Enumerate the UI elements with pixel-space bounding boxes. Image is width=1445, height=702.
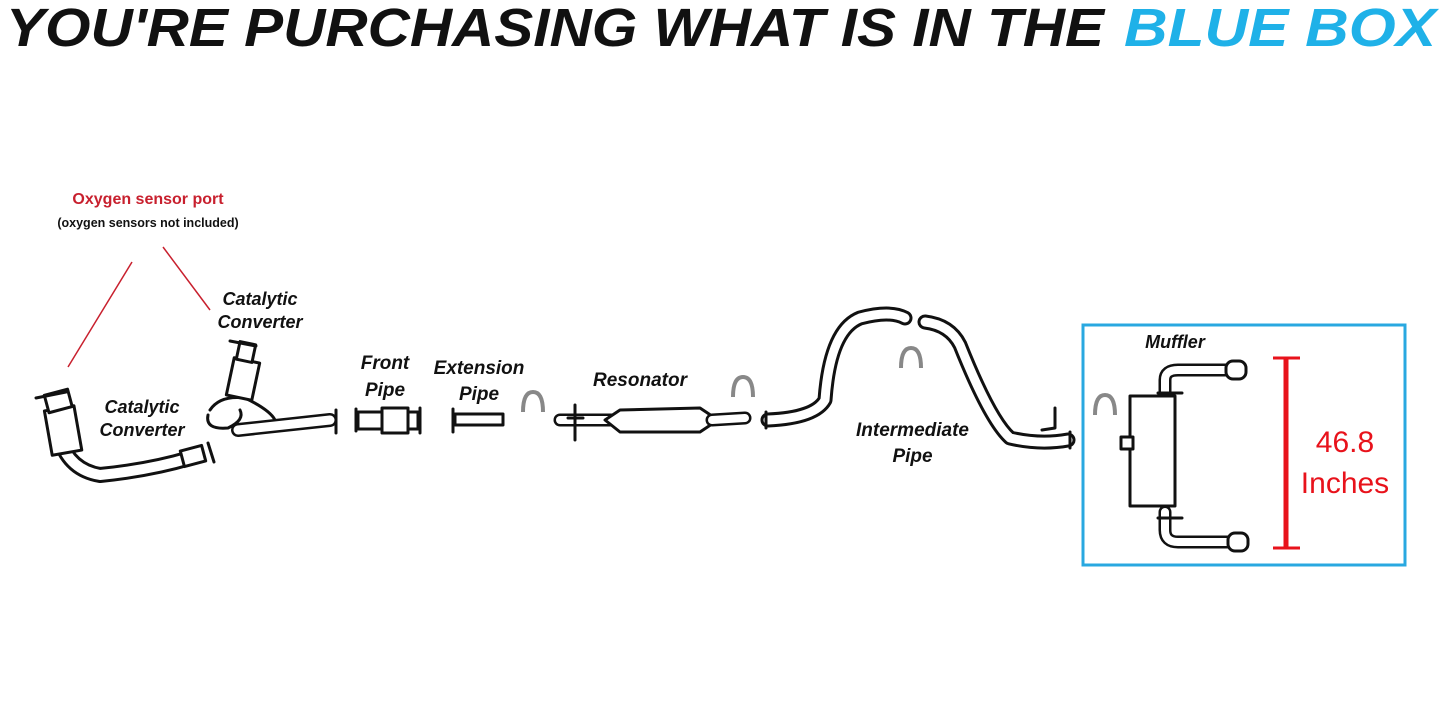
front-pipe-part (354, 406, 422, 435)
clamp-icon (899, 345, 923, 369)
catalytic-converter-upper (206, 339, 338, 437)
label-cat-upper: Catalytic Converter (205, 288, 315, 334)
muffler-part (1119, 359, 1250, 553)
oxygen-sensor-title: Oxygen sensor port (72, 191, 224, 208)
label-line: Pipe (892, 446, 933, 467)
label-line: Catalytic (104, 397, 180, 417)
label-line: Converter (217, 312, 303, 332)
resonator-part (553, 403, 752, 442)
label-line: Extension (433, 358, 525, 379)
label-line: Intermediate (856, 420, 969, 441)
oxygen-sensor-subtitle: (oxygen sensors not included) (57, 216, 239, 230)
label-cat-lower: Catalytic Converter (87, 396, 197, 442)
label-line: Catalytic (222, 289, 298, 309)
clamp-icon (521, 389, 545, 413)
label-resonator: Resonator (593, 370, 687, 391)
title-highlight: BLUE BOX (1124, 0, 1439, 58)
sensor-leader-lines (67, 246, 211, 368)
dimension-bar (1273, 356, 1300, 550)
label-line: Pipe (364, 380, 406, 401)
label-muffler: Muffler (1145, 332, 1205, 352)
label-line: Front (360, 353, 410, 374)
clamp-icon (1093, 392, 1117, 416)
title-main: YOU'RE PURCHASING WHAT IS IN THE (6, 0, 1106, 58)
dimension-value: 46.8 (1315, 426, 1375, 459)
label-line: Converter (99, 420, 185, 440)
extension-pipe-part (451, 407, 505, 434)
clamps (521, 345, 1117, 416)
intermediate-pipe-part (760, 306, 1076, 450)
blue-box (1081, 323, 1407, 567)
dimension-unit: Inches (1300, 467, 1390, 500)
catalytic-converter-lower (34, 387, 216, 483)
label-front-pipe: Front Pipe (345, 350, 425, 404)
label-extension-pipe: Extension Pipe (420, 356, 538, 408)
clamp-icon (731, 374, 755, 398)
label-line: Pipe (458, 384, 500, 405)
label-intermediate-pipe: Intermediate Pipe (840, 418, 985, 470)
